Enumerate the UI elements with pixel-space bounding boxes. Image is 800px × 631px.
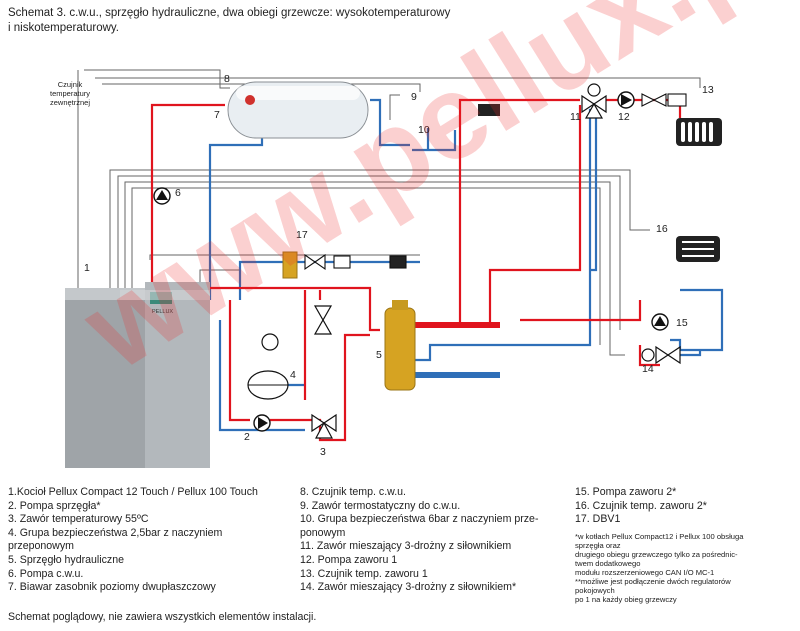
legend-item: 15. Pompa zaworu 2* [575, 486, 677, 498]
label-17: 17 [296, 229, 308, 241]
legend-item: 5. Sprzęgło hydrauliczne [8, 553, 125, 566]
legend-item: 9. Zawór termostatyczny do c.w.u. [300, 499, 461, 512]
legend-item: 3. Zawór temperaturowy 55ºC [8, 513, 149, 526]
valve-17-row [304, 253, 407, 271]
label-4: 4 [290, 369, 296, 381]
legend-item: 11. Zawór mieszający 3-drożny z siłownik… [300, 540, 512, 553]
tap [478, 104, 500, 116]
pump-2 [253, 414, 271, 432]
legend-col3: 15. Pompa zaworu 2* 16. Czujnik temp. za… [575, 486, 785, 527]
label-2: 2 [244, 431, 250, 443]
legend-item: 2. Pompa sprzęgła* [8, 499, 101, 512]
legend-item: 14. Zawór mieszający 3-drożny z siłownik… [300, 581, 517, 594]
label-9: 9 [411, 91, 417, 103]
numbers: 1 2 3 4 5 6 7 8 9 10 11 12 13 14 15 16 1… [84, 73, 714, 458]
label-15: 15 [676, 317, 688, 329]
legend-item: 1.Kocioł Pellux Compact 12 Touch / Pellu… [8, 486, 258, 498]
legend-item: 8. Czujnik temp. c.w.u. [300, 486, 406, 498]
legend-item: 6. Pompa c.w.u. [8, 567, 84, 580]
valve-3 [311, 413, 337, 439]
diagram-title: Schemat 3. c.w.u., sprzęgło hydrauliczne… [8, 7, 451, 34]
legend-item: 17. DBV1 [575, 513, 621, 526]
label-12: 12 [618, 111, 630, 123]
label-5: 5 [376, 349, 382, 361]
water-tank [227, 81, 369, 139]
legend-item: 4. Grupa bezpieczeństwa 2,5bar z naczyni… [8, 526, 223, 553]
hydraulic-separator [384, 300, 416, 391]
radiator-high [676, 118, 722, 146]
floor-heating [676, 236, 720, 262]
pump-12 [617, 91, 635, 109]
pump-15 [651, 313, 669, 331]
legend-item: 7. Biawar zasobnik poziomy dwupłaszczowy [8, 581, 216, 594]
valve-11 [581, 83, 607, 119]
label-3: 3 [320, 446, 326, 458]
legend-item: 12. Pompa zaworu 1 [300, 553, 398, 566]
valve-13-row [641, 93, 687, 107]
label-14: 14 [642, 363, 654, 375]
label-1: 1 [84, 262, 90, 274]
valve-upper [313, 305, 333, 335]
footnotes: *w kotłach Pellux Compact12 i Pellux 100… [575, 532, 744, 604]
legend-item: 13. Czujnik temp. zaworu 1 [300, 567, 428, 580]
expansion-vessel-4 [247, 370, 289, 400]
label-10: 10 [418, 124, 430, 136]
label-7: 7 [214, 109, 220, 121]
legend-item: 10. Grupa bezpieczeństwa 6bar z naczynie… [300, 513, 539, 539]
label-13: 13 [702, 84, 714, 96]
footer-note: Schemat poglądowy, nie zawiera wszystkic… [8, 611, 317, 623]
outdoor-sensor-label: Czujnik temperatury zewnętrznej [49, 80, 91, 107]
legend-item: 16. Czujnik temp. zaworu 2* [575, 499, 707, 512]
dbv-17 [282, 251, 298, 279]
label-8: 8 [224, 73, 230, 85]
boiler-brand: PELLUX [152, 309, 174, 315]
legend-col2: 8. Czujnik temp. c.w.u. 9. Zawór termost… [300, 486, 562, 595]
label-16: 16 [656, 223, 668, 235]
label-11: 11 [570, 111, 581, 123]
label-6: 6 [175, 187, 181, 199]
boiler [65, 282, 210, 468]
gauge [261, 333, 279, 351]
valve-14 [641, 345, 681, 365]
pump-6 [153, 187, 171, 205]
legend-col1: 1.Kocioł Pellux Compact 12 Touch / Pellu… [8, 486, 293, 595]
